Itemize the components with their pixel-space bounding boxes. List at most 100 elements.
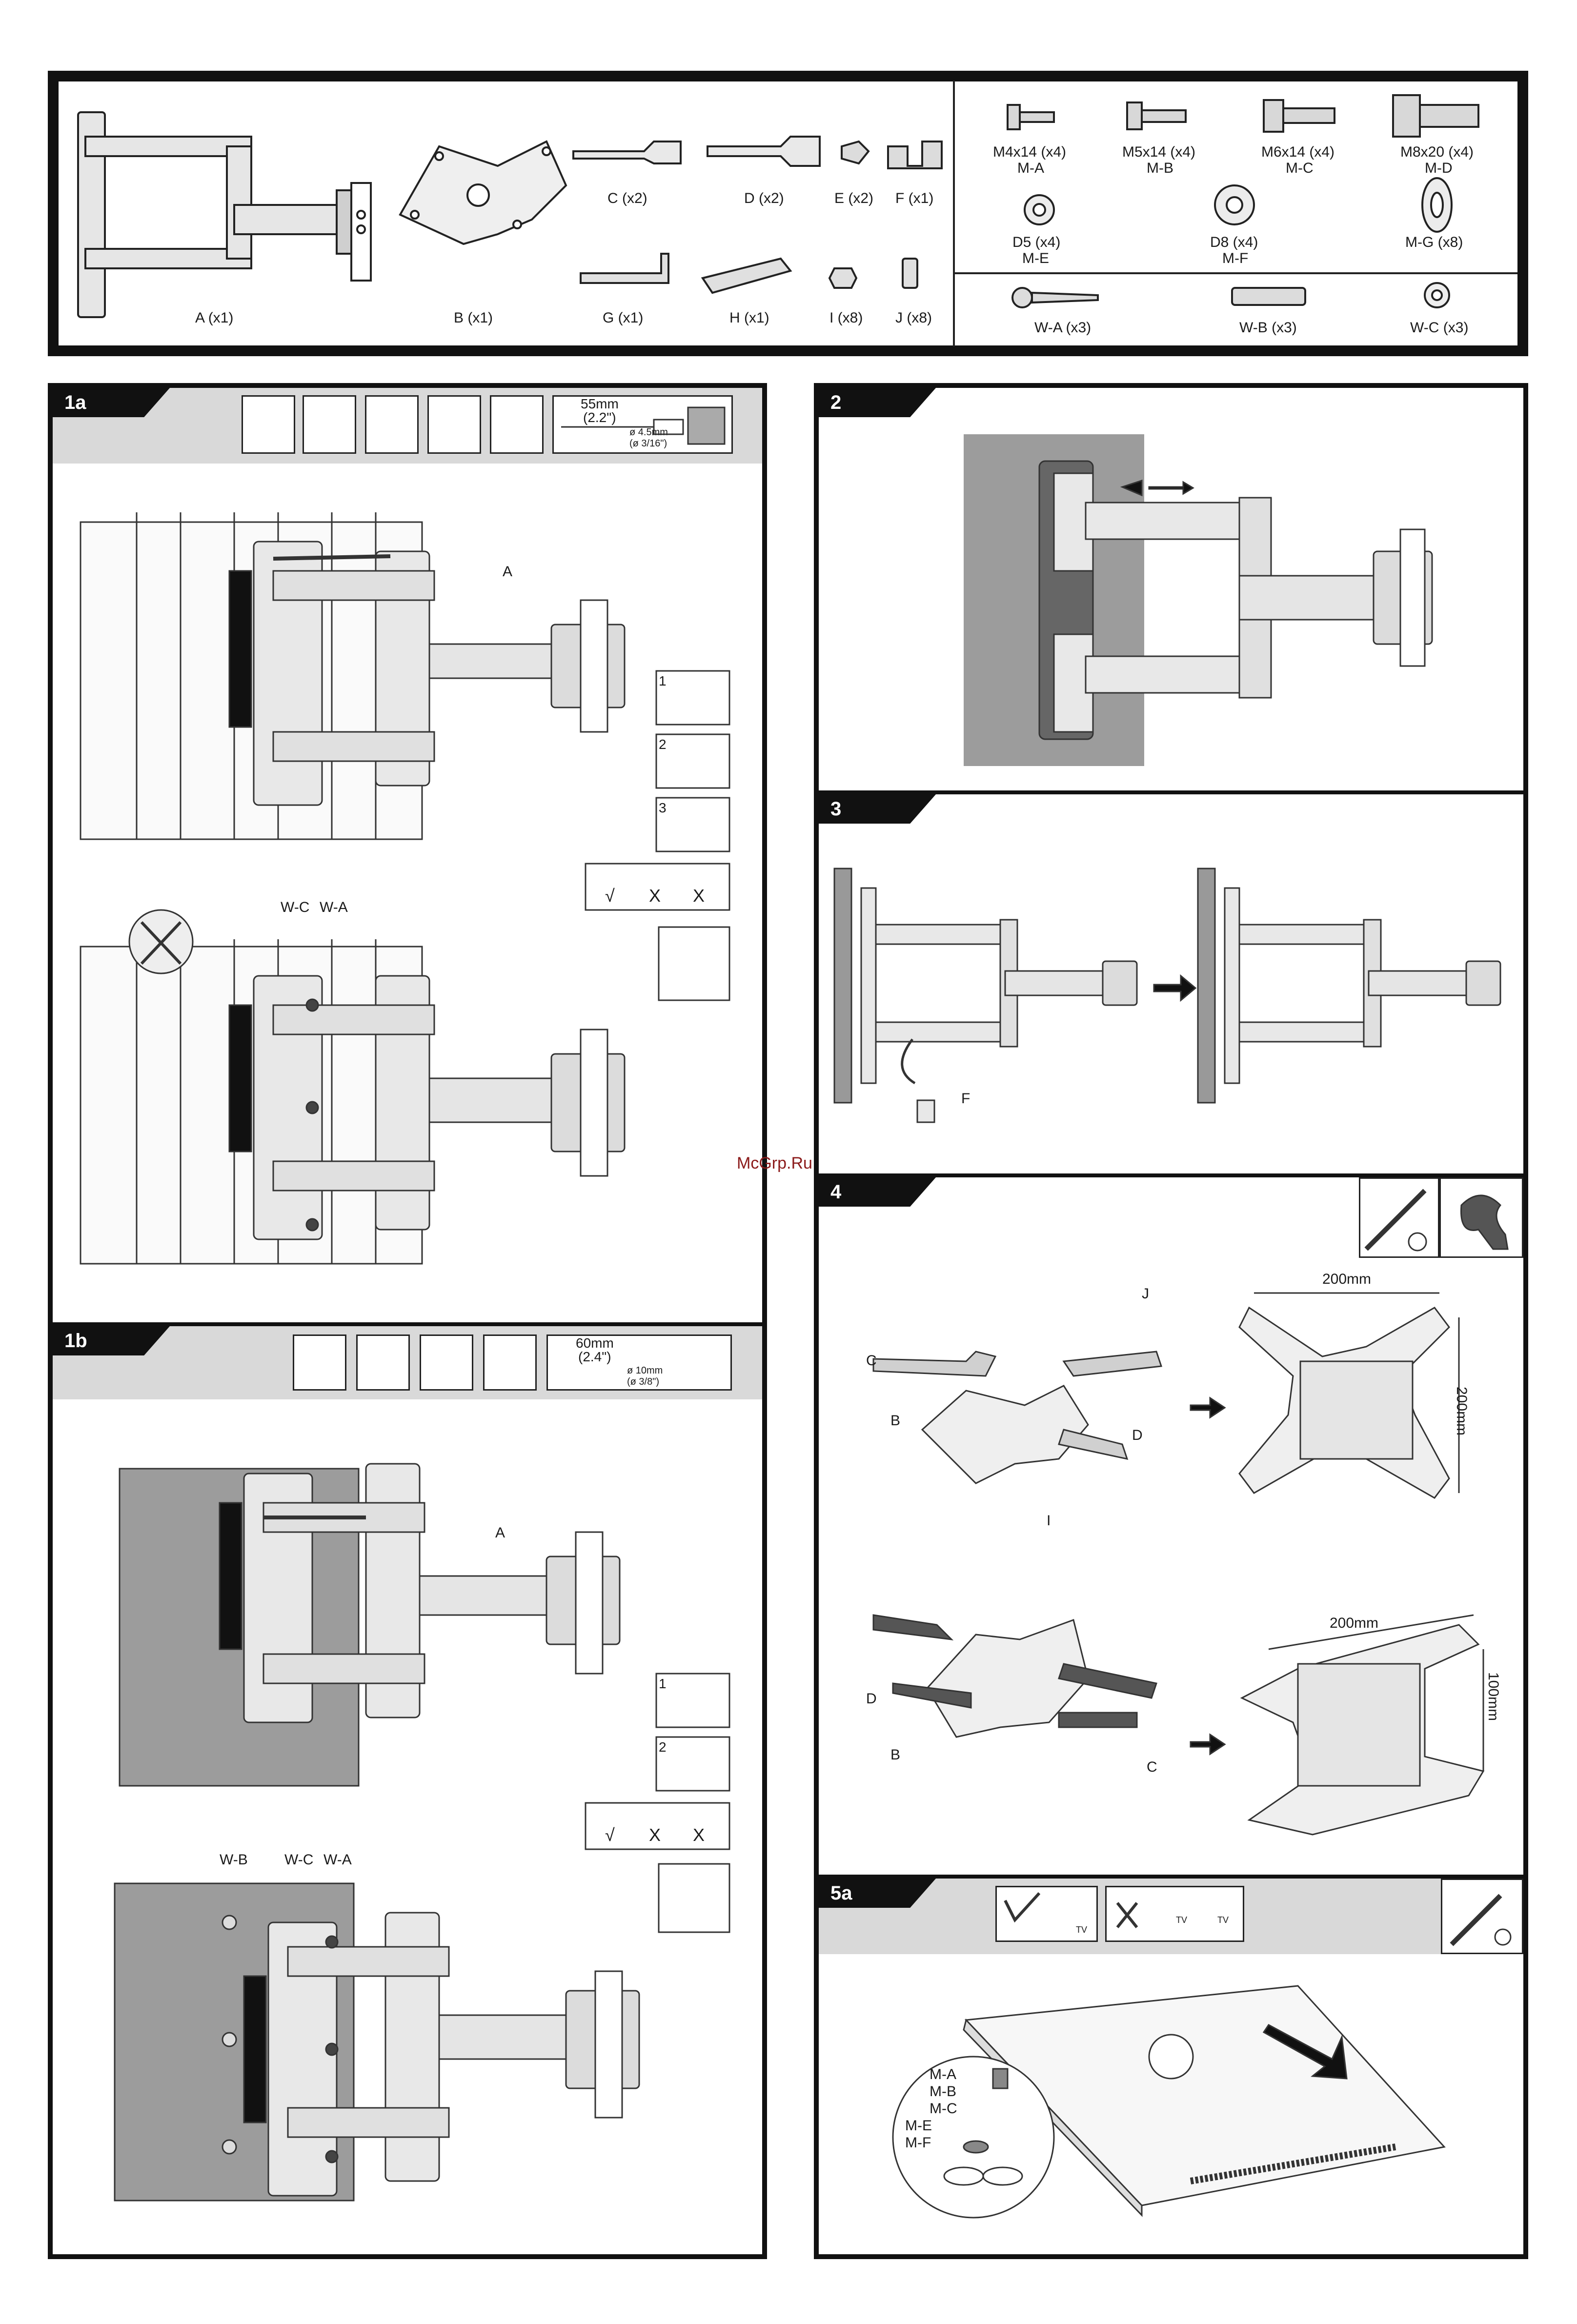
step-1b-wa-label: W-A <box>323 1852 352 1868</box>
step-5a-divider <box>819 1875 1523 1879</box>
step-5a-label-me: M-E <box>905 2118 932 2134</box>
screw-code-mb: M-B <box>1147 160 1173 176</box>
step-5a-tab: 5a <box>819 1879 936 1908</box>
step-4-label-d-2: D <box>866 1691 877 1707</box>
screw-spec-mc: M6x14 (x4) <box>1261 144 1335 160</box>
part-a-arm-drawing <box>77 111 372 318</box>
step-1b-wc-label: W-C <box>284 1852 314 1868</box>
step-3-divider <box>819 790 1523 794</box>
tool-wood-stud <box>242 395 295 454</box>
part-label-j: J (x8) <box>895 310 932 326</box>
step-1a-substep-3: 3 <box>659 800 667 815</box>
step-1a-wc-label: W-C <box>281 899 310 915</box>
step-1b-part-a-label: A <box>495 1525 505 1541</box>
step-4-divider <box>819 1173 1523 1177</box>
part-label-h: H (x1) <box>729 310 769 326</box>
part-label-d: D (x2) <box>744 190 784 206</box>
step-4-label-b: B <box>890 1413 901 1429</box>
step-1b-check-ok: √ <box>605 1825 615 1845</box>
drill-depth-in-1b: (2.4") <box>578 1349 611 1364</box>
step-1b-divider <box>53 1322 762 1326</box>
drill-depth-mm: 55mm <box>581 396 619 411</box>
step-1b-substep-1: 1 <box>659 1676 667 1691</box>
washer-spec-mf: D8 (x4) <box>1210 234 1258 250</box>
parts-list-drawings <box>77 81 1517 346</box>
step-3-part-f-label: F <box>961 1091 970 1107</box>
step-1b-check-no-1: X <box>649 1825 661 1845</box>
part-label-g: G (x1) <box>603 310 644 326</box>
tv-label-1: TV <box>1076 1925 1088 1935</box>
step-4-label-i: I <box>1047 1513 1051 1529</box>
step-1b-wb-label: W-B <box>220 1852 248 1868</box>
anchor-label-wa: W-A (x3) <box>1034 320 1092 336</box>
tool-drill-1b <box>483 1334 537 1391</box>
screw-code-ma: M-A <box>1017 160 1044 176</box>
step-1b-substep-2: 2 <box>659 1739 667 1755</box>
washer-code-me: M-E <box>1022 250 1049 266</box>
part-g-drawing <box>580 253 669 284</box>
step-1a-part-a-label: A <box>503 564 513 580</box>
drill-depth-mm-1b: 60mm <box>576 1335 614 1351</box>
tool-level <box>365 395 419 454</box>
tv-label-3: TV <box>1217 1915 1229 1925</box>
drill-diameter-mm-1b: ø 10mm <box>627 1365 663 1376</box>
part-e-drawing <box>841 140 870 165</box>
step-4-label-c-2: C <box>1147 1759 1157 1775</box>
step-5a-label-ma: M-A <box>930 2066 956 2082</box>
watermark: McGrp.Ru <box>737 1154 812 1172</box>
screw-spec-md: M8x20 (x4) <box>1400 144 1474 160</box>
part-c-drawing <box>572 141 682 164</box>
part-label-i: I (x8) <box>829 310 863 326</box>
step-4-dim-top-2: 200mm <box>1330 1615 1379 1631</box>
step-4-label-d: D <box>1132 1427 1143 1443</box>
tool-concrete-wall <box>293 1334 346 1391</box>
part-f-drawing <box>887 141 943 169</box>
tool-pencil <box>427 395 481 454</box>
tool-pencil-1b <box>420 1334 473 1391</box>
screw-code-mc: M-C <box>1286 160 1314 176</box>
part-j-drawing <box>902 258 918 289</box>
part-h-drawing <box>701 257 792 294</box>
screw-spec-ma: M4x14 (x4) <box>993 144 1067 160</box>
part-d-drawing <box>707 136 821 167</box>
step-5a-label-mb: M-B <box>930 2083 956 2100</box>
step-4-label-b-2: B <box>890 1747 901 1763</box>
part-label-c: C (x2) <box>607 190 647 206</box>
part-b-plate-drawing <box>399 140 567 245</box>
step-1a-substep-2: 2 <box>659 737 667 752</box>
drill-diameter-in-1b: (ø 3/8") <box>627 1376 659 1387</box>
part-label-a: A (x1) <box>195 310 234 326</box>
tool-drill-bit-spec-1b <box>546 1334 732 1391</box>
step-1b-check-no-2: X <box>693 1825 705 1845</box>
drill-diameter-in: (ø 3/16") <box>629 438 667 449</box>
part-i-drawing <box>828 267 858 289</box>
tool-stud-finder <box>303 395 356 454</box>
washer-spec-me: D5 (x4) <box>1012 234 1061 250</box>
screw-code-md: M-D <box>1425 160 1453 176</box>
part-label-f: F (x1) <box>895 190 934 206</box>
step-4-label-j: J <box>1142 1286 1149 1302</box>
step-1a-check-ok: √ <box>605 886 615 906</box>
step-1a-substep-1: 1 <box>659 673 667 688</box>
step-1a-check-no-2: X <box>693 886 705 906</box>
washer-code-mf: M-F <box>1222 250 1249 266</box>
step-1a-wa-label: W-A <box>320 899 348 915</box>
tool-level-1b <box>356 1334 410 1391</box>
step-5a-label-mc: M-C <box>930 2101 957 2117</box>
step-1a-check-no-1: X <box>649 886 661 906</box>
part-label-b: B (x1) <box>454 310 493 326</box>
anchor-label-wc: W-C (x3) <box>1410 320 1469 336</box>
step-4-label-c: C <box>866 1353 877 1369</box>
anchor-label-wb: W-B (x3) <box>1239 320 1297 336</box>
tv-label-2: TV <box>1176 1915 1188 1925</box>
screw-spec-mb: M5x14 (x4) <box>1122 144 1196 160</box>
part-label-e: E (x2) <box>834 190 874 206</box>
tool-drill <box>490 395 544 454</box>
drill-depth-in: (2.2") <box>583 410 616 425</box>
spacer-spec-mg: M-G (x8) <box>1405 234 1463 250</box>
